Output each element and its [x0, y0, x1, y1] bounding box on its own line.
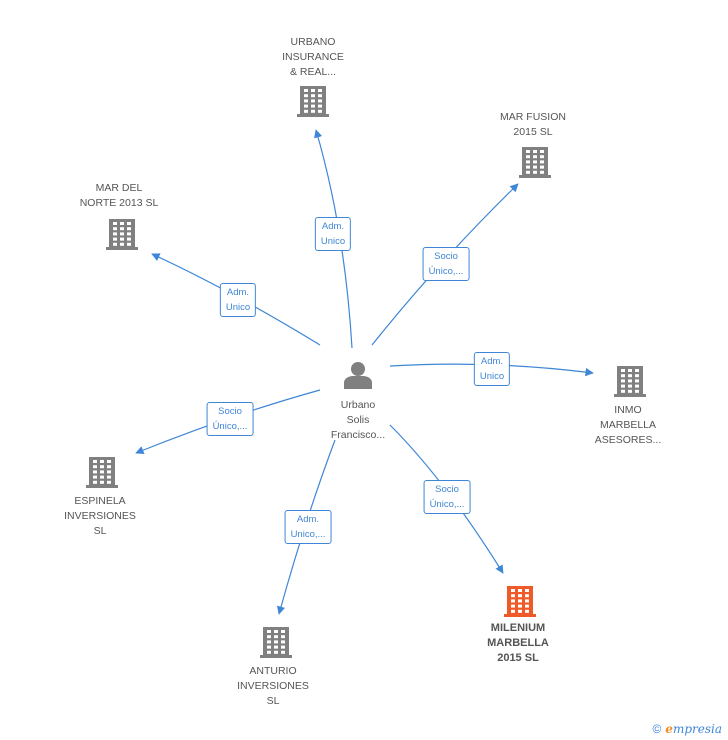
building-icon-mar-fusion[interactable] [519, 147, 551, 178]
relation-badge-line-2: Único,... [428, 266, 464, 277]
relation-badge-mar-del-norte[interactable]: Adm. Unico [219, 283, 257, 317]
empresia-logo: empresia [665, 722, 722, 736]
relation-badge-line-2: Unico [479, 371, 505, 382]
company-label-mar-del-norte-line-1: MAR DEL [95, 182, 143, 194]
center-person-label-line-1: Urbano [340, 399, 376, 411]
company-label-inmo-marbella-line-1: INMO [614, 404, 642, 416]
company-label-espinela[interactable]: ESPINELA INVERSIONES SL [64, 494, 136, 539]
company-label-espinela-line-3: SL [93, 525, 107, 537]
company-label-milenium[interactable]: MILENIUM MARBELLA 2015 SL [487, 621, 549, 666]
building-icon-inmo-marbella[interactable] [614, 366, 646, 397]
company-label-espinela-line-1: ESPINELA [74, 495, 126, 507]
person-icon[interactable] [344, 362, 372, 389]
relation-badge-line-1: Adm. [321, 221, 345, 232]
relation-badge-inmo-marbella[interactable]: Adm. Unico [473, 352, 511, 386]
relation-badge-anturio[interactable]: Adm. Unico,... [284, 510, 332, 544]
relation-badge-urbano-insurance[interactable]: Adm. Unico [314, 217, 352, 251]
relation-badge-line-1: Socio [218, 406, 242, 417]
company-label-anturio-line-3: SL [266, 695, 280, 707]
company-label-milenium-line-3: 2015 SL [497, 652, 539, 664]
copyright-symbol: © [652, 722, 662, 736]
company-label-anturio[interactable]: ANTURIO INVERSIONES SL [237, 664, 309, 709]
company-label-urbano-insurance-line-1: URBANO [290, 36, 336, 48]
company-label-anturio-line-1: ANTURIO [249, 665, 297, 677]
company-label-urbano-insurance-line-3: & REAL... [289, 66, 337, 78]
company-label-milenium-line-2: MARBELLA [487, 637, 549, 649]
center-person-label-line-2: Solis [346, 414, 370, 426]
relation-badge-line-1: Socio [434, 251, 458, 262]
building-icon-anturio[interactable] [260, 627, 292, 658]
building-icon-urbano-insurance[interactable] [297, 86, 329, 117]
center-person-label-line-3: Francisco... [330, 429, 386, 441]
building-icon-mar-del-norte[interactable] [106, 219, 138, 250]
building-icon-espinela[interactable] [86, 457, 118, 488]
relation-badge-line-1: Adm. [296, 514, 320, 525]
company-label-milenium-line-1: MILENIUM [490, 622, 546, 634]
relation-badge-line-2: Único,... [429, 499, 465, 510]
company-label-mar-fusion-line-1: MAR FUSION [500, 111, 566, 123]
company-label-urbano-insurance-line-2: INSURANCE [282, 51, 344, 63]
relation-badge-line-1: Adm. [226, 287, 250, 298]
company-label-espinela-line-2: INVERSIONES [64, 510, 136, 522]
company-label-urbano-insurance[interactable]: URBANO INSURANCE & REAL... [282, 35, 344, 80]
relation-badge-line-2: Unico [225, 302, 251, 313]
relation-badge-line-1: Socio [435, 484, 459, 495]
relation-badge-line-2: Unico,... [290, 529, 326, 540]
brand-footer: ©empresia [652, 722, 722, 736]
company-label-mar-del-norte-line-2: NORTE 2013 SL [79, 197, 159, 209]
building-icon-milenium[interactable] [504, 586, 536, 617]
company-label-inmo-marbella-line-3: ASESORES... [594, 434, 662, 446]
relation-badge-line-1: Adm. [480, 356, 504, 367]
company-label-anturio-line-2: INVERSIONES [237, 680, 309, 692]
company-label-mar-fusion[interactable]: MAR FUSION 2015 SL [500, 110, 566, 140]
company-label-mar-fusion-line-2: 2015 SL [513, 126, 553, 138]
company-label-inmo-marbella[interactable]: INMO MARBELLA ASESORES... [595, 403, 662, 448]
relation-badge-line-2: Unico [320, 236, 346, 247]
company-label-inmo-marbella-line-2: MARBELLA [599, 419, 657, 431]
relation-badge-line-2: Único,... [212, 421, 248, 432]
company-label-mar-del-norte[interactable]: MAR DEL NORTE 2013 SL [80, 181, 159, 211]
